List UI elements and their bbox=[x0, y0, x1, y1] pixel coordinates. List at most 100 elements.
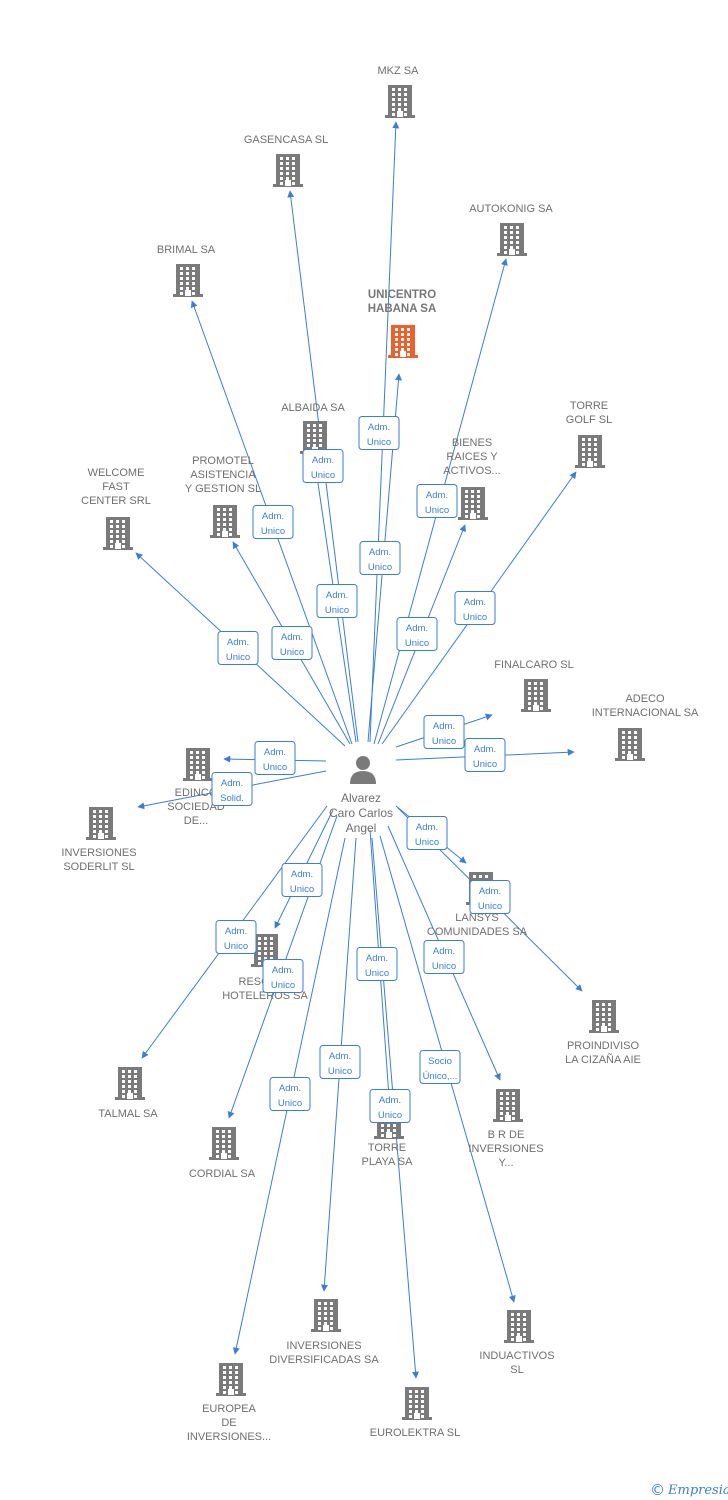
building-icon[interactable] bbox=[388, 325, 418, 358]
edge-label-torreplaya[interactable]: Adm.Unico bbox=[356, 947, 398, 981]
edge-label-europea[interactable]: Adm.Unico bbox=[269, 1077, 311, 1111]
node-mkz[interactable]: MKZ SA bbox=[378, 65, 420, 118]
edge-label-box bbox=[396, 617, 438, 651]
building-icon[interactable] bbox=[103, 517, 133, 550]
edge-label-talmal[interactable]: Adm.Unico bbox=[215, 920, 257, 954]
edge-label-promotel[interactable]: Adm.Unico bbox=[252, 505, 294, 539]
building-icon[interactable] bbox=[273, 154, 303, 187]
edge-label-edinco[interactable]: Adm.Unico bbox=[254, 741, 296, 775]
edge-label-text: Adm. bbox=[379, 1095, 401, 1106]
node-brimal[interactable]: BRIMAL SA bbox=[157, 244, 216, 297]
building-icon[interactable] bbox=[210, 505, 240, 538]
edge-label-text: Adm. bbox=[474, 744, 496, 755]
node-finalcaro[interactable]: FINALCARO SL bbox=[494, 659, 574, 712]
building-icon[interactable] bbox=[497, 223, 527, 256]
building-icon[interactable] bbox=[216, 1363, 246, 1396]
building-icon[interactable] bbox=[402, 1387, 432, 1420]
edge-label-albaida[interactable]: Adm. Unico bbox=[316, 584, 358, 618]
building-icon[interactable] bbox=[173, 264, 203, 297]
footer-brand[interactable]: © Empresia bbox=[650, 1481, 728, 1499]
edge-label-gasencasa[interactable]: Adm.Unico bbox=[302, 449, 344, 483]
node-label: DE bbox=[221, 1417, 236, 1429]
edge-label-text: Adm. bbox=[433, 721, 455, 732]
node-eurolektra[interactable]: EUROLEKTRA SL bbox=[370, 1387, 460, 1439]
node-label: INVERSIONES... bbox=[187, 1431, 271, 1443]
edge-label-bienes[interactable]: Adm.Unico bbox=[396, 617, 438, 651]
edge-label-torregolf[interactable]: Adm.Unico bbox=[454, 591, 496, 625]
building-icon[interactable] bbox=[115, 1067, 145, 1100]
person-icon[interactable] bbox=[350, 756, 376, 784]
edge-label-box bbox=[469, 880, 511, 914]
node-label: DIVERSIFICADAS SA bbox=[269, 1354, 379, 1366]
edge-label-lansys[interactable]: Adm.Unico bbox=[406, 816, 448, 850]
edge-label-welcome[interactable]: Adm. Unico bbox=[217, 631, 259, 665]
node-albaida[interactable]: ALBAIDA SA bbox=[281, 402, 345, 454]
node-label: GASENCASA SL bbox=[244, 134, 328, 146]
edge-label-eurolektra[interactable]: Adm.Unico bbox=[369, 1089, 411, 1123]
edge-label-unicentro[interactable]: Adm.Unico bbox=[359, 541, 401, 575]
node-label: ADECO bbox=[625, 693, 665, 705]
edge-label-text: Adm. bbox=[366, 953, 388, 964]
building-icon[interactable] bbox=[86, 807, 116, 840]
brand-logo-text: Empresia bbox=[667, 1483, 728, 1498]
edge-label-text: Adm. bbox=[227, 637, 249, 648]
edge-label-text: Unico bbox=[473, 759, 497, 770]
node-label: PROINDIVISO bbox=[567, 1040, 640, 1052]
building-icon[interactable] bbox=[493, 1089, 523, 1122]
edge-label-box bbox=[217, 631, 259, 665]
edge-label-brimal[interactable]: Adm.Unico bbox=[271, 626, 313, 660]
edge-label-text: Unico bbox=[325, 605, 349, 616]
edge-label-text: Unico bbox=[226, 652, 250, 663]
edge-label-brde[interactable]: Adm.Unico bbox=[423, 940, 465, 974]
building-icon[interactable] bbox=[458, 487, 488, 520]
edge-label-soderlit[interactable]: Adm.Solid. bbox=[211, 772, 253, 806]
edge-label-text: Socio bbox=[428, 1056, 452, 1067]
building-icon[interactable] bbox=[311, 1299, 341, 1332]
node-brde[interactable]: B R DEINVERSIONESY... bbox=[468, 1089, 544, 1169]
node-label: CENTER SRL bbox=[81, 495, 151, 507]
edge-label-box bbox=[281, 863, 323, 897]
edge-label-text: Adm. bbox=[264, 747, 286, 758]
edge-label-text: Adm. bbox=[326, 590, 348, 601]
node-edinco[interactable]: EDINCOSOCIEDADDE... bbox=[167, 748, 225, 827]
center-label: Alvarez bbox=[341, 791, 381, 805]
edge-label-finalcaro[interactable]: Adm.Unico bbox=[423, 715, 465, 749]
node-autokonig[interactable]: AUTOKONIG SA bbox=[469, 203, 553, 256]
edge-label-adeco[interactable]: Adm. Unico bbox=[464, 738, 506, 772]
edge-label-diversificadas[interactable]: Adm.Unico bbox=[319, 1045, 361, 1079]
building-icon[interactable] bbox=[589, 1000, 619, 1033]
edge-label-cordial[interactable]: Adm.Unico bbox=[262, 959, 304, 993]
building-icon[interactable] bbox=[183, 748, 213, 781]
building-icon[interactable] bbox=[504, 1310, 534, 1343]
building-icon[interactable] bbox=[615, 728, 645, 761]
node-europea[interactable]: EUROPEADEINVERSIONES... bbox=[187, 1363, 271, 1443]
building-icon[interactable] bbox=[385, 85, 415, 118]
edge-label-inductivos[interactable]: SocioÚnico,... bbox=[419, 1050, 461, 1084]
node-talmal[interactable]: TALMAL SA bbox=[98, 1067, 158, 1120]
building-icon[interactable] bbox=[521, 679, 551, 712]
node-gasencasa[interactable]: GASENCASA SL bbox=[244, 134, 328, 187]
edge-label-autokonig[interactable]: Adm.Unico bbox=[416, 484, 458, 518]
building-icon[interactable] bbox=[575, 435, 605, 468]
node-cordial[interactable]: CORDIAL SA bbox=[189, 1127, 256, 1180]
edge-label-resort[interactable]: Adm.Unico bbox=[281, 863, 323, 897]
edge-label-text: Adm. bbox=[221, 778, 243, 789]
edge-label-mkz[interactable]: Adm.Unico bbox=[358, 416, 400, 450]
edge-label-box bbox=[319, 1045, 361, 1079]
edge-label-text: Unico bbox=[290, 884, 314, 895]
edge-label-box bbox=[316, 584, 358, 618]
edge-label-text: Unico bbox=[271, 980, 295, 991]
building-icon[interactable] bbox=[209, 1127, 239, 1160]
edge-label-proindiviso[interactable]: Adm.Unico bbox=[469, 880, 511, 914]
